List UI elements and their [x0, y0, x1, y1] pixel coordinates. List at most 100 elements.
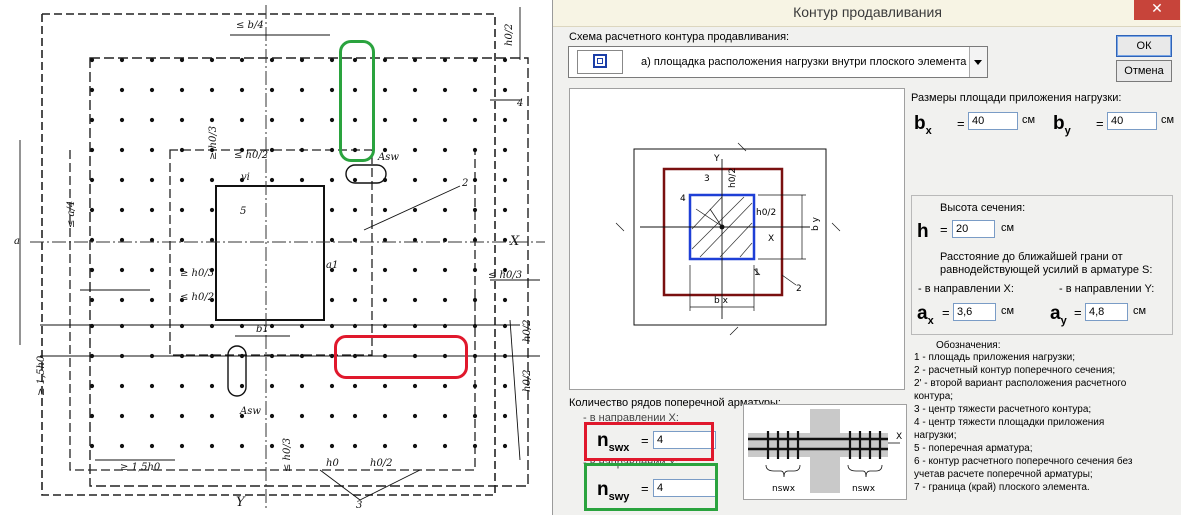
rebar-dot [209, 237, 215, 243]
rebar-dot [119, 57, 125, 63]
rebar-dot [382, 237, 388, 243]
rebar-dot [239, 117, 245, 123]
scheme-y-label: Y [713, 154, 720, 164]
ay-input[interactable]: 4,8 [1085, 303, 1128, 321]
rebar-dot [352, 297, 358, 303]
legend-item: 5 - поперечная арматура; [914, 443, 1033, 454]
rebar-dot [352, 207, 358, 213]
scheme-label-1: 1 [754, 268, 760, 278]
label-vi: vi [241, 172, 250, 183]
h-input[interactable]: 20 [952, 220, 995, 238]
ax-input[interactable]: 3,6 [953, 303, 996, 321]
h-unit: см [1001, 222, 1015, 234]
rebar-dot [179, 443, 185, 449]
label-h0-third-b: ≥ h0/3 [180, 268, 214, 279]
rebar-dot [269, 323, 275, 329]
rows-label: Количество рядов поперечной арматуры: [569, 397, 781, 409]
rebar-dot [209, 297, 215, 303]
rebar-dot [442, 87, 448, 93]
scheme-label: Схема расчетного контура продавливания: [569, 31, 790, 43]
nswx-input[interactable]: 4 [653, 431, 716, 449]
rebar-nswy-label: nswx [852, 484, 876, 494]
rebar-dot [89, 443, 95, 449]
rebar-dot [382, 117, 388, 123]
scheme-thumbnail-icon [577, 50, 623, 74]
rebar-dot [412, 267, 418, 273]
bx-symbol: bx [914, 113, 932, 137]
rebar-dot [89, 413, 95, 419]
rebar-dot [412, 237, 418, 243]
close-button[interactable]: ✕ [1134, 0, 1180, 20]
rebar-dot [179, 383, 185, 389]
rebar-dot [412, 383, 418, 389]
rebar-dot [209, 87, 215, 93]
rebar-dot [239, 443, 245, 449]
scheme-h0-half-vertical: h0/2 [728, 168, 738, 188]
rebar-dot [442, 147, 448, 153]
rebar-dot [382, 323, 388, 329]
label-asw-bottom: Asw [239, 406, 261, 417]
ay-symbol: ay [1050, 303, 1067, 327]
rebar-dot [502, 267, 508, 273]
label-y: Y [236, 495, 246, 510]
label-asw-top: Asw [377, 152, 399, 163]
rebar-dot [352, 87, 358, 93]
bx-input[interactable]: 40 [968, 112, 1018, 130]
label-h0-third-a: ≥ h0/3 [208, 126, 219, 160]
rebar-dot [149, 117, 155, 123]
legend-item: 3 - центр тяжести расчетного контура; [914, 404, 1092, 415]
legend-item: 7 - граница (край) плоского элемента. [914, 482, 1090, 493]
scheme-select[interactable]: а) площадка расположения нагрузки внутри… [568, 46, 988, 78]
dropdown-arrow-icon[interactable] [969, 47, 987, 77]
rebar-dot [502, 207, 508, 213]
ok-button[interactable]: ОК [1116, 35, 1172, 57]
rebar-dot [239, 57, 245, 63]
rebar-dot [329, 383, 335, 389]
h-symbol: h [917, 221, 929, 242]
rebar-dot [352, 177, 358, 183]
by-input[interactable]: 40 [1107, 112, 1157, 130]
ay-eq: = [1074, 305, 1082, 320]
rebar-dot [89, 237, 95, 243]
rebar-dot [119, 87, 125, 93]
rebar-dot [179, 207, 185, 213]
rebar-dot [119, 237, 125, 243]
rebar-dot [119, 323, 125, 329]
punching-contour-dialog: Контур продавливания ✕ Схема расчетного … [552, 0, 1181, 515]
rebar-dot [329, 117, 335, 123]
rebar-dot [412, 117, 418, 123]
rebar-dot [149, 267, 155, 273]
rebar-dot [209, 413, 215, 419]
rebar-dot [149, 57, 155, 63]
label-h0-half-bottom: h0/2 [370, 458, 393, 469]
rebar-dot [299, 413, 305, 419]
rebar-dot [269, 87, 275, 93]
rebar-dot [89, 87, 95, 93]
rebar-dot [412, 297, 418, 303]
rebar-figure-panel: X nswx nswx [743, 404, 907, 500]
legend-item: контура; [914, 391, 954, 402]
rebar-dot [149, 237, 155, 243]
label-h0-half-top: h0/2 [504, 23, 515, 46]
window-title: Контур продавливания [793, 4, 942, 20]
rebar-dot [472, 323, 478, 329]
rebar-dot [149, 207, 155, 213]
rebar-dot [472, 117, 478, 123]
cancel-button[interactable]: Отмена [1116, 60, 1172, 82]
rebar-dot [382, 147, 388, 153]
label-b1: b1 [256, 324, 269, 335]
rebar-dot [472, 443, 478, 449]
rebar-dot [299, 177, 305, 183]
rebar-rows-figure: X nswx nswx [748, 409, 902, 494]
label-4: 4 [516, 98, 523, 109]
rebar-dot [209, 177, 215, 183]
legend-title: Обозначения: [936, 340, 1001, 351]
scheme-x-label: X [768, 234, 774, 244]
rebar-dot [119, 207, 125, 213]
rebar-dot [119, 177, 125, 183]
rebar-dot [179, 413, 185, 419]
rebar-dot [502, 323, 508, 329]
rebar-dot [179, 117, 185, 123]
rebar-dot [352, 443, 358, 449]
rebar-dot [269, 177, 275, 183]
